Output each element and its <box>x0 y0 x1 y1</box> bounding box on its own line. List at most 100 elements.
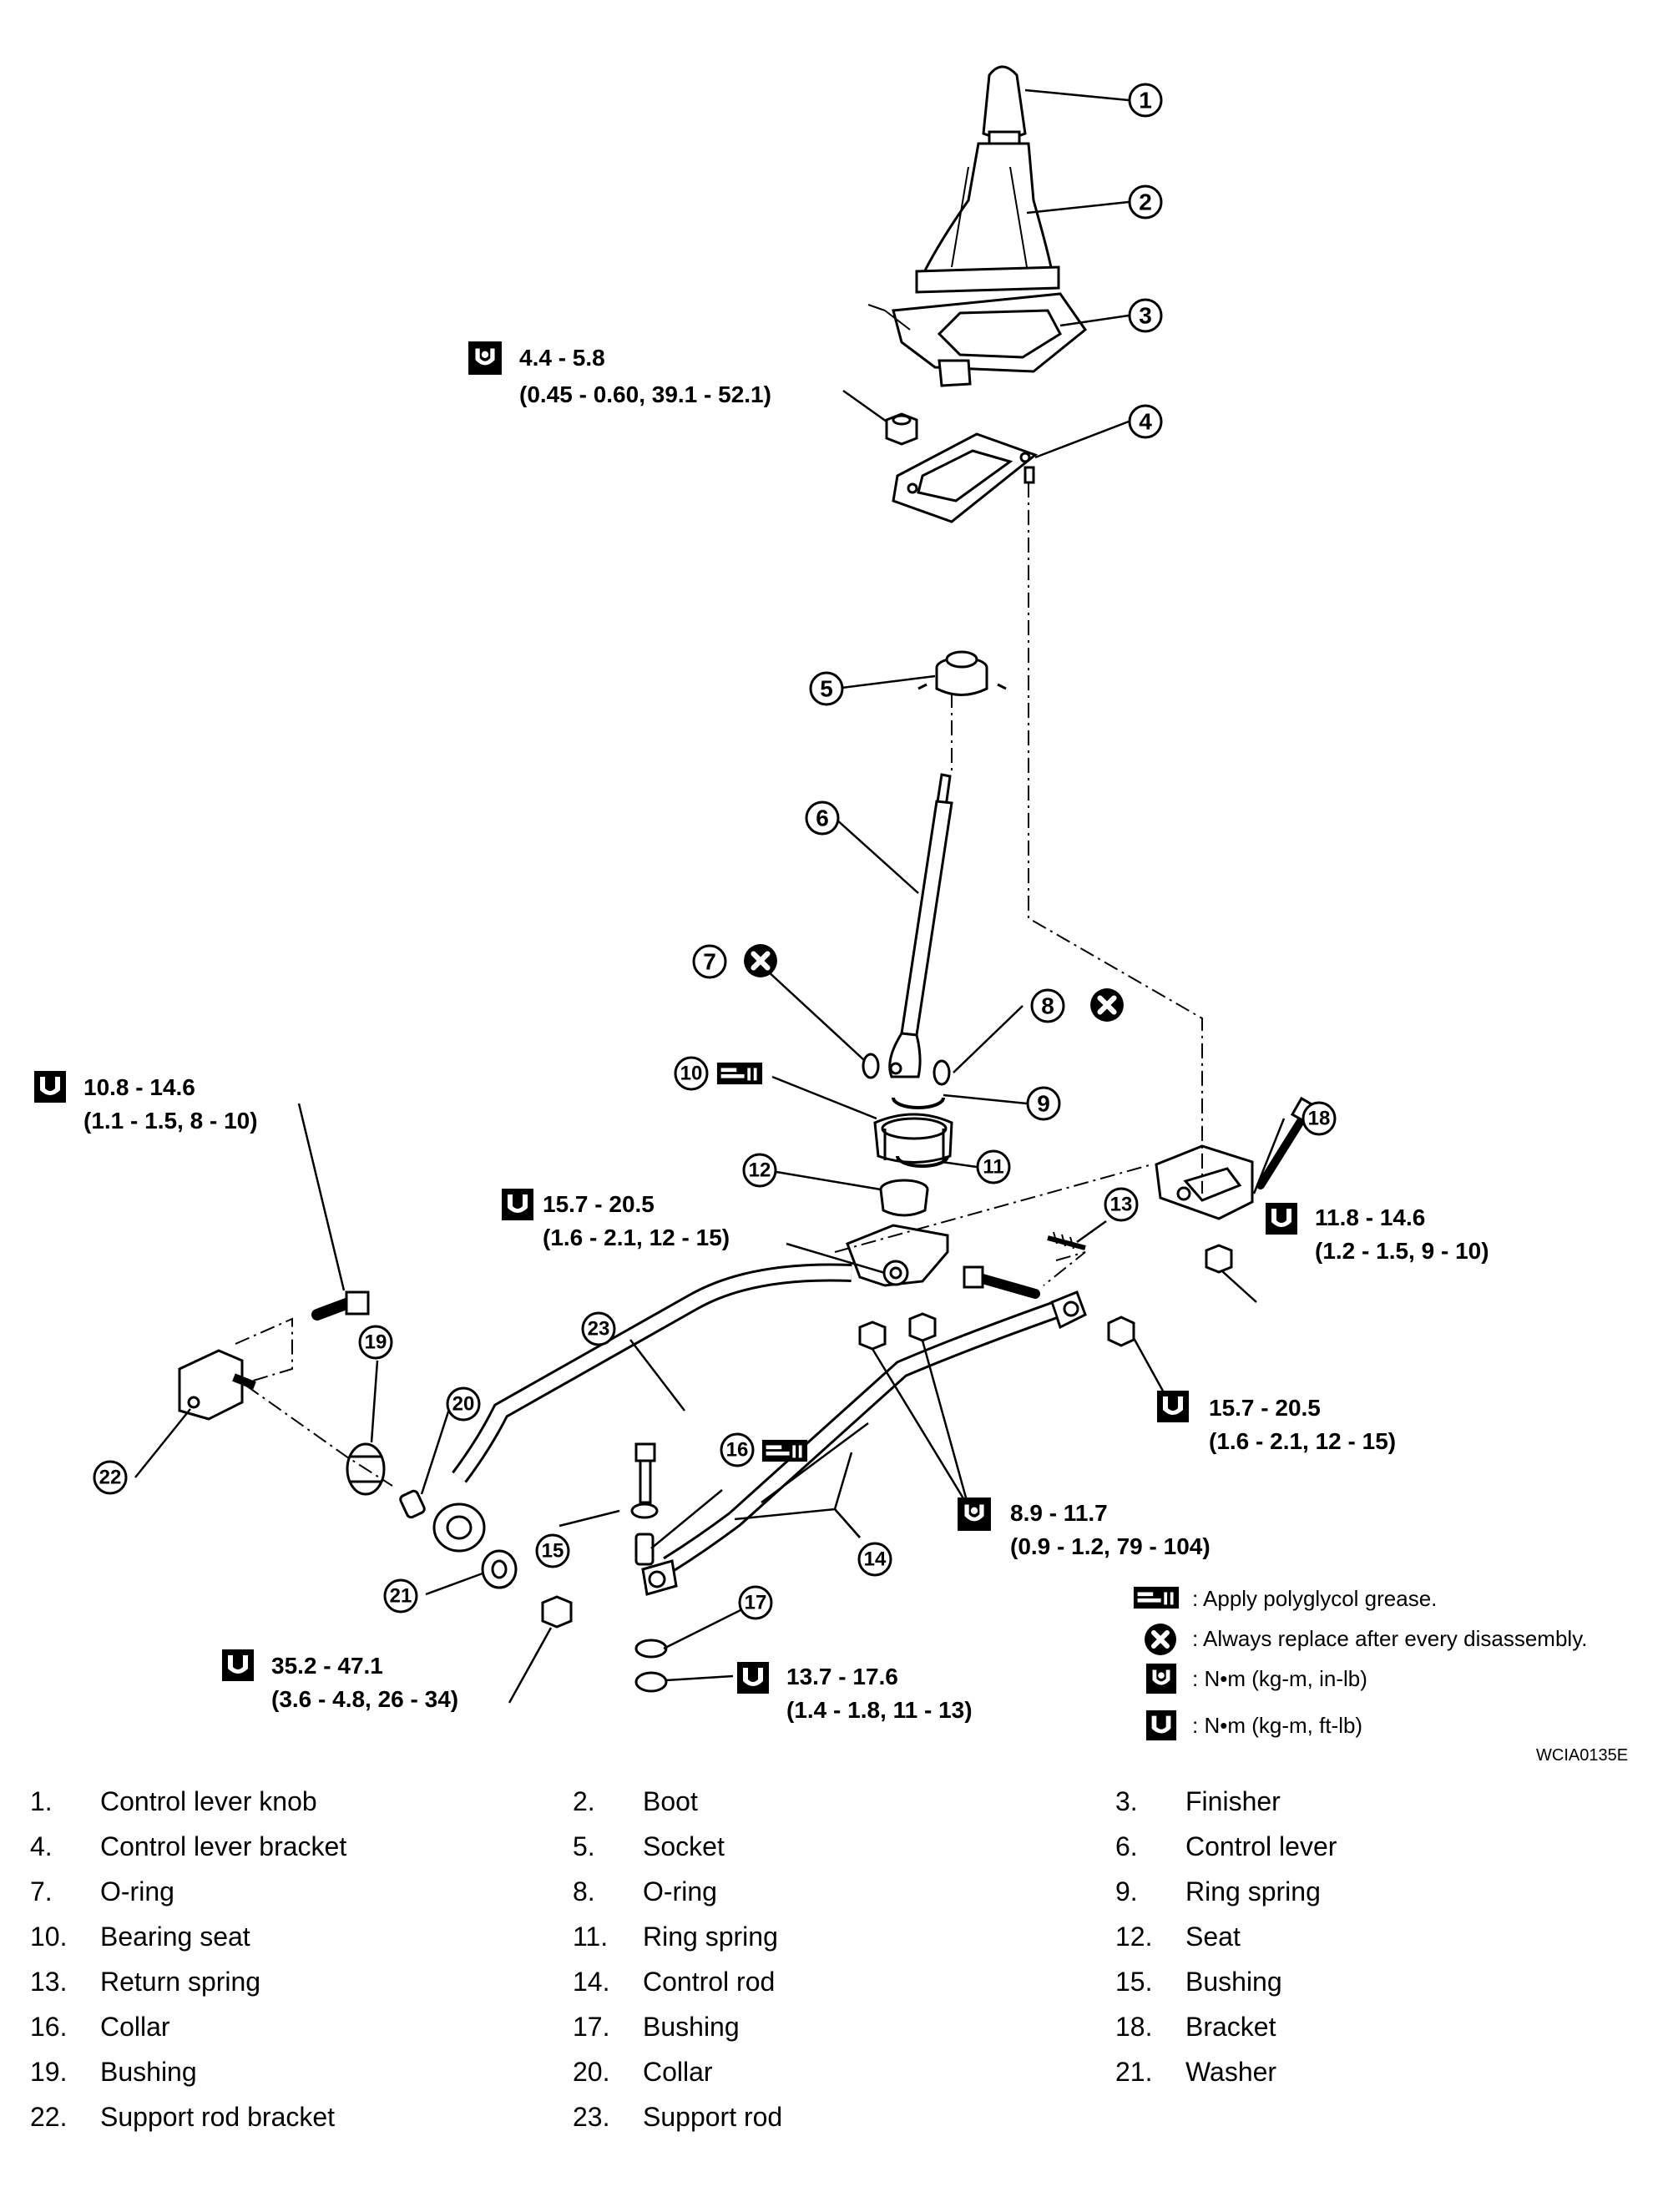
callout-7: 7 <box>703 949 716 975</box>
part-return-spring <box>1047 1231 1086 1250</box>
svg-text:(1.1 - 1.5, 8 - 10): (1.1 - 1.5, 8 - 10) <box>83 1108 258 1134</box>
callout-14: 14 <box>864 1548 887 1571</box>
part-seat <box>879 1179 929 1217</box>
svg-text:: N•m (kg-m, in-lb): : N•m (kg-m, in-lb) <box>1192 1666 1367 1691</box>
part-support-rod-bracket <box>178 1349 256 1421</box>
callout-4: 4 <box>1139 409 1152 435</box>
part-control-rod <box>641 1301 1057 1596</box>
exploded-view-diagram: 1 2 3 4 5 6 7 8 9 10 11 12 13 14 15 16 1… <box>34 65 1587 1741</box>
torque-ft-lb-icon <box>34 1071 66 1103</box>
svg-text:(0.9 - 1.2, 79 - 104): (0.9 - 1.2, 79 - 104) <box>1010 1533 1211 1559</box>
part-support-rod <box>432 1263 852 1553</box>
callout-19: 19 <box>365 1331 387 1354</box>
part-vertical-bolt <box>634 1442 656 1504</box>
svg-text:4.4 - 5.8: 4.4 - 5.8 <box>519 345 605 371</box>
svg-text:: Always replace after every: : Always replace after every disassembly… <box>1192 1626 1587 1651</box>
svg-text:(3.6 - 4.8, 26 - 34): (3.6 - 4.8, 26 - 34) <box>271 1686 458 1712</box>
callout-3: 3 <box>1139 303 1152 329</box>
svg-text:10.8 - 14.6: 10.8 - 14.6 <box>83 1074 195 1100</box>
torque-spec-1: 4.4 - 5.8 (0.45 - 0.60, 39.1 - 52.1) <box>468 341 771 407</box>
torque-in-lb-icon <box>468 341 502 375</box>
part-control-rod-bolt <box>963 1265 1040 1299</box>
grease-icon <box>761 1439 808 1462</box>
callout-15: 15 <box>542 1540 564 1563</box>
part-bolt-22 <box>311 1290 370 1321</box>
grease-icon <box>1133 1586 1180 1609</box>
callout-13: 13 <box>1110 1194 1133 1216</box>
torque-spec-7: 35.2 - 47.1 (3.6 - 4.8, 26 - 34) <box>222 1649 458 1712</box>
torque-ft-lb-icon <box>1157 1391 1189 1422</box>
part-bushing-17 <box>634 1639 668 1659</box>
callout-22: 22 <box>99 1467 122 1489</box>
torque-spec-5: 15.7 - 20.5 (1.6 - 2.1, 12 - 15) <box>1157 1391 1396 1454</box>
torque-spec-2: 10.8 - 14.6 (1.1 - 1.5, 8 - 10) <box>34 1071 258 1134</box>
part-collar-20 <box>399 1489 426 1519</box>
callout-9: 9 <box>1037 1091 1050 1117</box>
svg-text:(1.4 - 1.8, 11 - 13): (1.4 - 1.8, 11 - 13) <box>786 1697 973 1723</box>
callout-18: 18 <box>1308 1108 1331 1130</box>
replace-icon <box>1145 1624 1176 1655</box>
torque-spec-3: 15.7 - 20.5 (1.6 - 2.1, 12 - 15) <box>502 1189 730 1250</box>
torque-ft-lb-icon <box>1145 1710 1177 1741</box>
part-control-rod-end <box>1050 1290 1087 1330</box>
callouts: 1 2 3 4 5 6 7 8 9 10 11 12 13 14 15 16 1… <box>93 83 1337 1620</box>
part-nut-4 <box>885 412 918 446</box>
svg-text:8.9 - 11.7: 8.9 - 11.7 <box>1010 1500 1108 1526</box>
part-nut-13-7 <box>634 1671 668 1693</box>
part-bushing-15 <box>630 1502 659 1519</box>
svg-text:: Apply polyglycol grease.: : Apply polyglycol grease. <box>1192 1586 1437 1611</box>
part-nut-18 <box>1205 1244 1233 1274</box>
torque-in-lb-icon <box>958 1497 991 1531</box>
svg-text:(1.2 - 1.5, 9 - 10): (1.2 - 1.5, 9 - 10) <box>1315 1238 1489 1264</box>
part-o-ring-7 <box>862 1053 880 1079</box>
torque-ft-lb-icon <box>222 1649 254 1681</box>
callout-11: 11 <box>983 1156 1003 1179</box>
callout-5: 5 <box>820 676 833 702</box>
part-lever-mount <box>846 1224 949 1287</box>
callout-23: 23 <box>588 1318 610 1341</box>
callout-8: 8 <box>1041 993 1054 1019</box>
part-collar-16 <box>634 1533 655 1566</box>
svg-text:(1.6 - 2.1, 12 - 15): (1.6 - 2.1, 12 - 15) <box>543 1225 730 1250</box>
callout-21: 21 <box>390 1585 412 1608</box>
svg-text:35.2 - 47.1: 35.2 - 47.1 <box>271 1653 383 1679</box>
part-nut-central-2 <box>908 1312 937 1342</box>
reference-code: WCIA0135E <box>1536 1746 1629 1765</box>
callout-10: 10 <box>680 1063 703 1085</box>
svg-text:(1.6 - 2.1, 12 - 15): (1.6 - 2.1, 12 - 15) <box>1209 1428 1396 1454</box>
torque-spec-6: 8.9 - 11.7 (0.9 - 1.2, 79 - 104) <box>958 1497 1211 1559</box>
part-o-ring-8 <box>933 1059 951 1086</box>
svg-text:(0.45 - 0.60, 39.1 - 52.1): (0.45 - 0.60, 39.1 - 52.1) <box>519 381 771 407</box>
torque-ft-lb-icon <box>502 1189 533 1220</box>
part-finisher <box>867 292 1088 387</box>
callout-6: 6 <box>816 806 829 831</box>
callout-12: 12 <box>749 1159 771 1182</box>
torque-ft-lb-icon <box>737 1662 769 1694</box>
part-bracket <box>1155 1144 1254 1220</box>
svg-text:15.7 - 20.5: 15.7 - 20.5 <box>543 1191 655 1217</box>
svg-text:: N•m (kg-m, ft-lb): : N•m (kg-m, ft-lb) <box>1192 1713 1362 1738</box>
callout-16: 16 <box>726 1439 749 1462</box>
part-nut-35-2 <box>541 1595 573 1629</box>
replace-icon <box>1090 988 1124 1022</box>
svg-text:15.7 - 20.5: 15.7 - 20.5 <box>1209 1395 1321 1421</box>
part-bearing-seat <box>873 1113 953 1164</box>
callout-2: 2 <box>1139 189 1152 215</box>
part-control-lever-bracket <box>892 432 1039 523</box>
alignment-lines <box>235 482 1203 1487</box>
svg-text:13.7 - 17.6: 13.7 - 17.6 <box>786 1664 898 1689</box>
part-socket <box>917 650 1007 696</box>
part-nut-15-7-right <box>1107 1316 1135 1347</box>
callout-20: 20 <box>452 1393 475 1416</box>
leader-lines <box>134 88 1286 1704</box>
part-control-lever-knob <box>982 65 1027 145</box>
part-boot <box>915 142 1060 294</box>
part-washer <box>481 1549 518 1589</box>
part-ring-spring-9 <box>892 1097 945 1109</box>
replace-icon <box>744 944 777 977</box>
torque-ft-lb-icon <box>1266 1203 1297 1235</box>
torque-spec-4: 11.8 - 14.6 (1.2 - 1.5, 9 - 10) <box>1266 1203 1489 1264</box>
svg-text:11.8 - 14.6: 11.8 - 14.6 <box>1315 1204 1425 1230</box>
grease-icon <box>716 1062 763 1085</box>
torque-in-lb-icon <box>1145 1663 1177 1694</box>
